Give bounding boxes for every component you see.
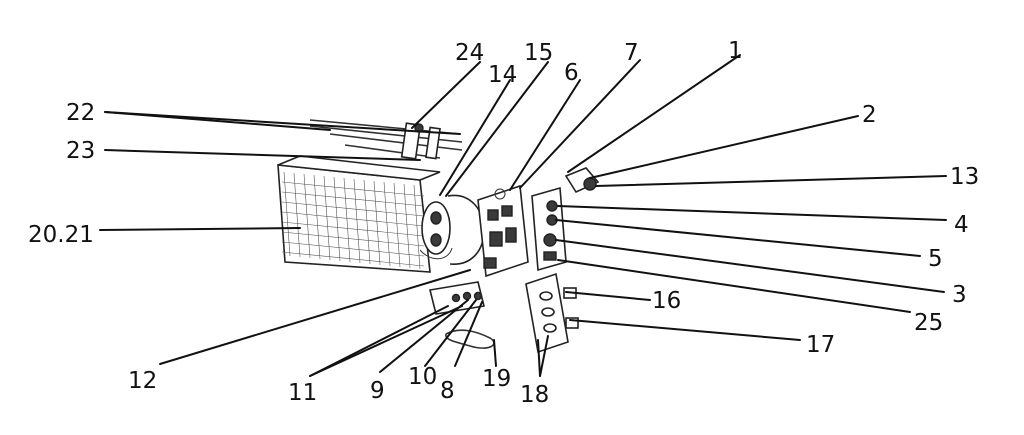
callout-label-11: 11 [288, 380, 317, 406]
coil-assembly [277, 155, 453, 273]
callout-label-9: 9 [370, 378, 385, 404]
callout-label-17: 17 [806, 332, 835, 358]
callout-label-16: 16 [652, 288, 681, 314]
callout-label-18: 18 [520, 382, 549, 408]
callout-label-12: 12 [128, 368, 157, 394]
callout-label-8: 8 [440, 378, 455, 404]
relay-component [564, 167, 600, 194]
small-parts [429, 281, 495, 349]
callout-label-6: 6 [564, 60, 579, 86]
callout-label-7: 7 [624, 40, 639, 66]
leader-lines [99, 54, 947, 377]
callout-label-24: 24 [455, 40, 484, 66]
callout-label-2: 2 [862, 102, 877, 128]
callout-label-20.21: 20.21 [28, 222, 94, 248]
callout-label-22: 22 [66, 100, 95, 126]
front-bezel [525, 272, 579, 354]
control-panel [477, 184, 529, 278]
callout-label-1: 1 [728, 38, 743, 64]
callout-label-25: 25 [914, 310, 943, 336]
callout-label-15: 15 [524, 40, 553, 66]
callout-labels: 24 15 7 1 14 6 22 2 23 13 4 20.21 5 3 16… [28, 38, 979, 408]
callout-label-19: 19 [482, 366, 511, 392]
callout-label-13: 13 [950, 164, 979, 190]
callout-label-5: 5 [928, 246, 943, 272]
callout-label-23: 23 [66, 138, 95, 164]
callout-label-4: 4 [954, 212, 969, 238]
callout-label-3: 3 [952, 282, 967, 308]
terminal-board [531, 186, 567, 272]
callout-label-14: 14 [488, 62, 517, 88]
callout-label-10: 10 [408, 364, 437, 390]
